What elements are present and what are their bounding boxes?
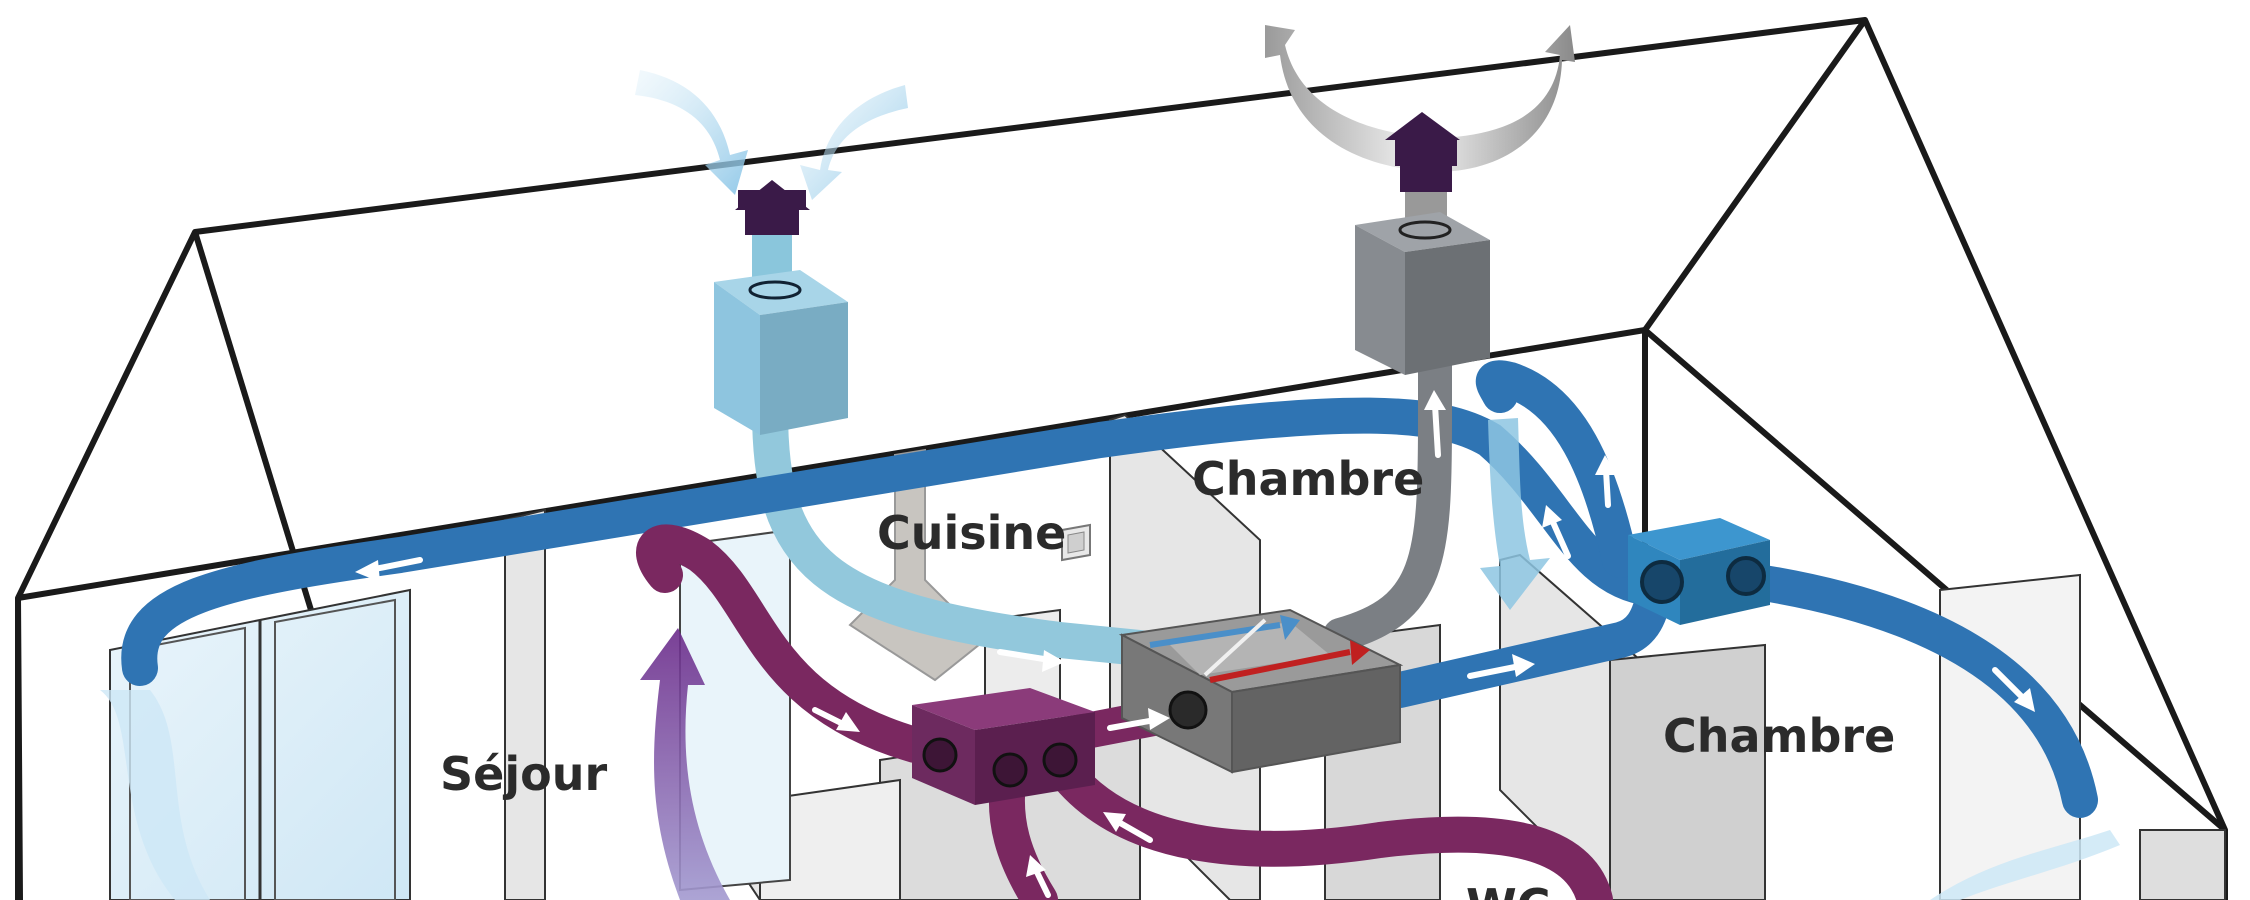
flow-arrow-icon [1107,708,1170,731]
flow-arrow-icon [1542,505,1571,559]
flow-arrow-icon [1424,390,1446,458]
intake-box [714,270,848,435]
exhaust-box [1355,212,1490,375]
flow-arrow-icon [1103,812,1153,843]
room-label-chambre-top: Chambre [1192,452,1424,506]
roof-intake [635,70,908,435]
fresh-air-plume-window [100,690,210,900]
roof-exhaust [1265,25,1575,375]
extract-box [912,688,1095,805]
room-label-chambre-right: Chambre [1663,709,1895,763]
flow-arrow-icon [1595,455,1617,508]
fresh-air-duct [752,392,1158,666]
flow-arrow-icon [1467,654,1535,679]
heat-exchanger-icon [1149,615,1370,683]
heat-exchanger [1118,608,1404,774]
rising-air-arrow [640,628,730,900]
flow-arrow-icon [812,707,860,732]
room-label-cuisine: Cuisine [877,506,1066,560]
wall-switch-icon [1061,523,1091,562]
fresh-air-in-left-arrow [635,70,748,195]
flow-arrows [355,390,2035,898]
flow-arrow-icon [355,557,423,582]
stale-air-out-arrows [1265,25,1575,172]
sejour-windows [109,528,791,900]
extract-duct-wc [1042,747,1613,900]
roof-exhaust-cap-icon [1385,112,1460,140]
fresh-air-down-arrow [1480,418,1550,610]
distribution-box [1628,518,1770,625]
fresh-air-in-right-arrow [800,85,908,200]
flow-arrow-icon [997,649,1065,672]
flow-arrow-icon [1992,667,2035,712]
room-label-wc: WC [1466,879,1551,900]
fresh-air-plume-right [1930,830,2120,900]
extract-duct-kitchen [636,524,933,763]
flow-arrow-icon [1026,855,1051,898]
room-label-sejour: Séjour [440,747,607,801]
supply-duct-chambre-top [1476,360,1638,578]
supply-duct-chambre-right [1727,562,2098,818]
